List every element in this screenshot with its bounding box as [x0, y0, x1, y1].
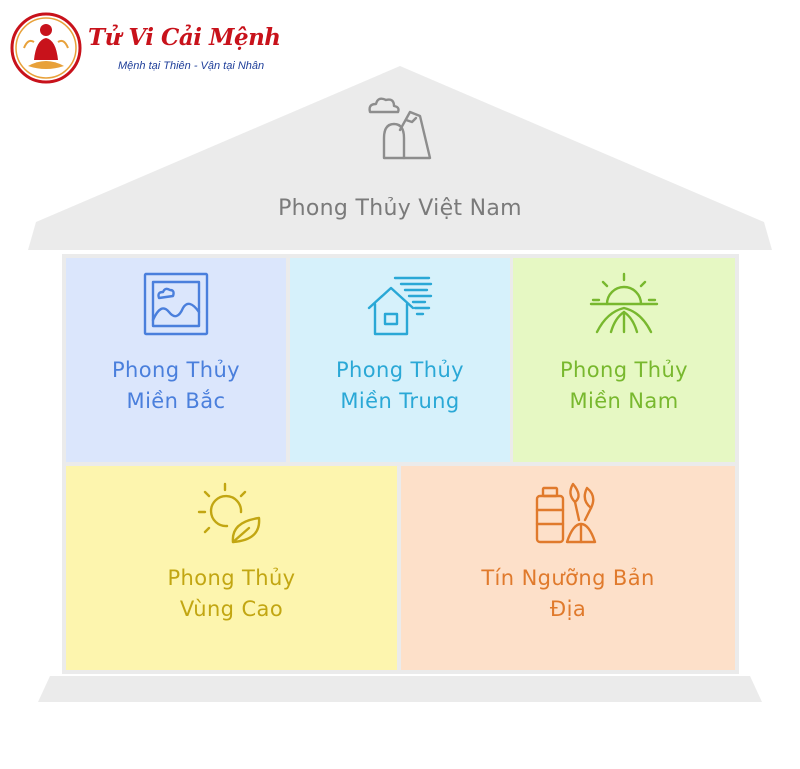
room-label-line2: Miền Nam: [569, 389, 679, 413]
room-phong-thuy-vung-cao[interactable]: Phong Thủy Vùng Cao: [66, 466, 397, 670]
offerings-icon: [535, 482, 597, 544]
brand-title: Tử Vi Cải Mệnh: [88, 24, 281, 51]
room-label-line1: Phong Thủy: [167, 566, 296, 590]
room-label-line2: Vùng Cao: [179, 597, 284, 621]
house-title: Phong Thủy Việt Nam: [278, 196, 522, 221]
room-label-line2: Miền Trung: [340, 389, 460, 413]
brand-logo[interactable]: Tử Vi Cải Mệnh Mệnh tại Thiên - Vận tại …: [8, 8, 298, 88]
room-phong-thuy-mien-trung[interactable]: Phong Thủy Miền Trung: [290, 258, 510, 462]
room-label-line1: Phong Thủy: [335, 358, 464, 382]
room-phong-thuy-mien-bac[interactable]: Phong Thủy Miền Bắc: [66, 258, 286, 462]
buddha-seal-icon: [10, 12, 82, 84]
room-label-line1: Tín Ngưỡng Bản: [481, 566, 655, 590]
mountain-cloud-icon: [368, 97, 432, 160]
foundation: [38, 676, 762, 702]
landscape-picture-icon: [143, 272, 209, 336]
room-tin-nguong-ban-dia[interactable]: Tín Ngưỡng Bản Địa: [401, 466, 735, 670]
room-label-line2: Miền Bắc: [126, 389, 226, 413]
room-label-line1: Phong Thủy: [559, 358, 688, 382]
room-phong-thuy-mien-nam[interactable]: Phong Thủy Miền Nam: [513, 258, 735, 462]
house-wind-icon: [367, 276, 433, 336]
sunrise-field-icon: [589, 272, 659, 334]
sun-leaf-icon: [197, 482, 260, 544]
room-label-line2: Địa: [549, 597, 587, 621]
brand-tagline: Mệnh tại Thiên - Vận tại Nhân: [118, 60, 265, 72]
room-label-line1: Phong Thủy: [111, 358, 240, 382]
